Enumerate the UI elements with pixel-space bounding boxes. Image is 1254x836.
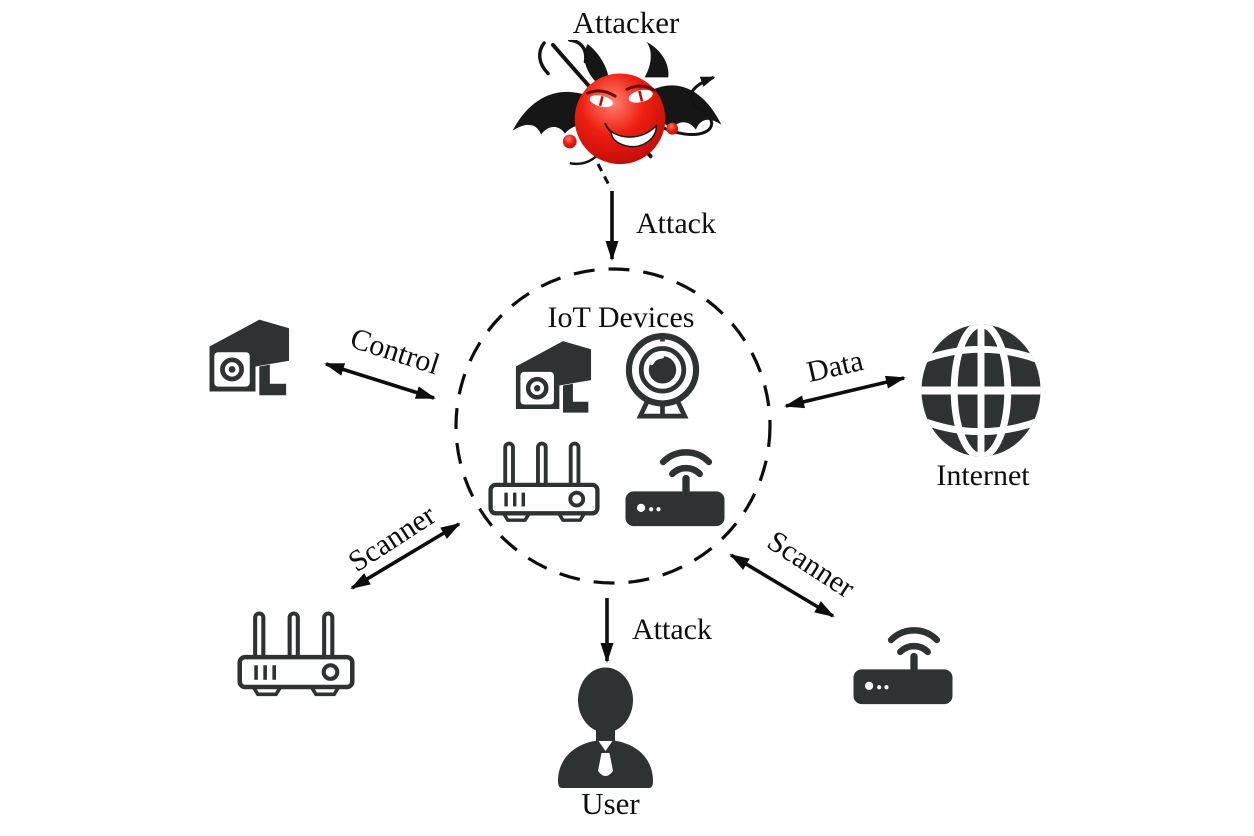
iot-devices-dashed-circle	[454, 267, 772, 585]
router-icon	[237, 609, 355, 697]
devil-right-horn	[644, 41, 669, 78]
webcam-icon	[621, 332, 704, 419]
control-arrow	[324, 362, 436, 400]
devil-tail-arrow	[651, 76, 716, 136]
iot-devices-label: IoT Devices	[547, 301, 695, 334]
attack-top-label: Attack	[636, 207, 716, 240]
data-arrow	[784, 375, 906, 409]
user-label: User	[581, 786, 640, 821]
scanner-arrow-left	[350, 522, 461, 590]
devil-head	[574, 73, 666, 165]
globe-icon	[919, 321, 1043, 460]
internet-label: Internet	[936, 459, 1030, 492]
scanner-arrow-right	[729, 553, 835, 618]
attacker-label: Attacker	[572, 5, 680, 40]
devil-icon	[506, 40, 734, 173]
devil-left-horn	[584, 43, 609, 82]
router-icon	[488, 440, 600, 522]
wireless-router-icon	[848, 617, 958, 707]
user-icon	[553, 667, 658, 788]
attack-bottom-label: Attack	[632, 613, 712, 646]
devil-grin	[610, 123, 658, 148]
devil-left-wing	[512, 91, 596, 135]
attacker-dashed-lead	[596, 163, 613, 190]
cctv-camera-icon	[498, 333, 599, 419]
wireless-router-icon	[620, 440, 730, 528]
cctv-camera-icon	[196, 311, 292, 402]
